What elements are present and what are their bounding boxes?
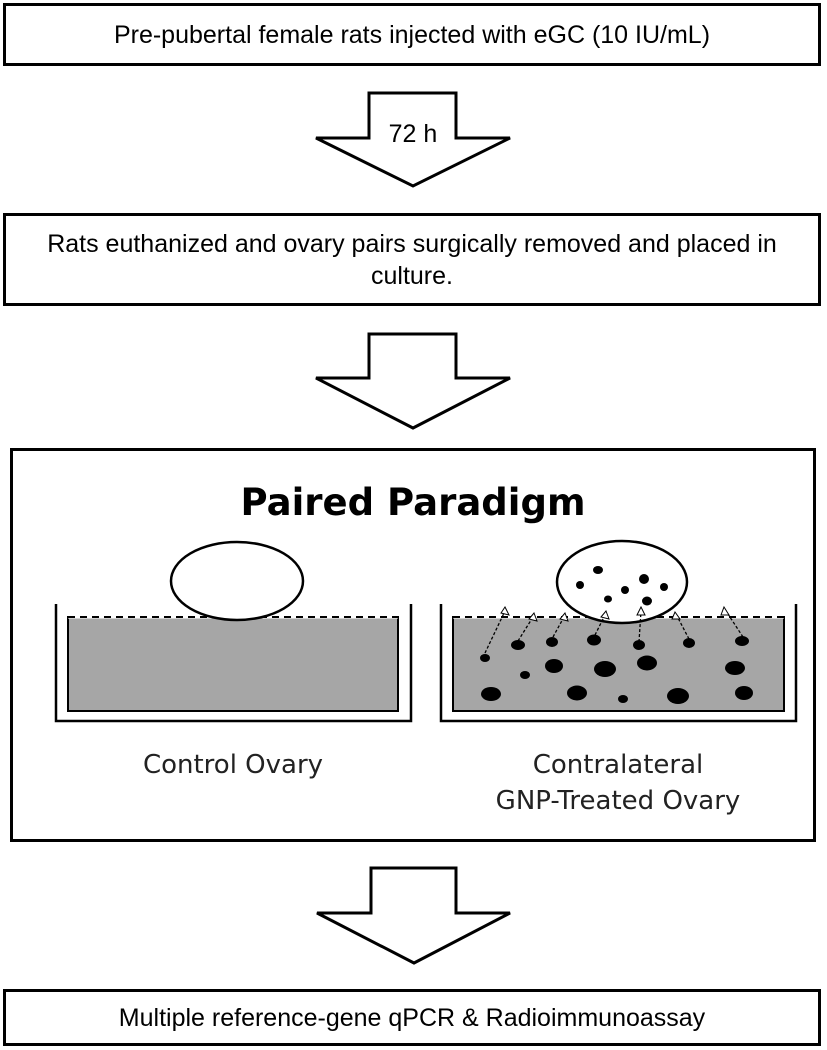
panel-title: Paired Paradigm [240, 481, 586, 524]
step-text-injection: Pre-pubertal female rats injected with e… [113, 20, 711, 49]
step-box-analysis: Multiple reference-gene qPCR & Radioimmu… [3, 989, 821, 1046]
step-text-analysis: Multiple reference-gene qPCR & Radioimmu… [118, 1003, 706, 1032]
paradigm-illustration [54, 539, 798, 723]
culture-well-icon [54, 604, 413, 723]
treated-ovary-label-line1: Contralateral [532, 750, 704, 780]
ovary-icon [169, 540, 305, 622]
treated-ovary-label-line2: GNP-Treated Ovary [495, 786, 741, 816]
control-ovary-label: Control Ovary [142, 750, 324, 780]
down-arrow-icon [315, 332, 511, 430]
paired-paradigm-panel: Paired Paradigm [10, 448, 816, 842]
step-text-removal: Rats euthanized and ovary pairs surgical… [47, 229, 777, 290]
diffusion-arrowheads [500, 605, 730, 622]
nanoparticle-dot-icon [480, 634, 753, 704]
arrow-label-72h: 72 h [388, 120, 438, 148]
down-arrow-icon [316, 866, 511, 965]
step-box-removal: Rats euthanized and ovary pairs surgical… [3, 213, 821, 306]
step-box-injection: Pre-pubertal female rats injected with e… [3, 3, 821, 66]
ovary-icon [555, 539, 689, 625]
